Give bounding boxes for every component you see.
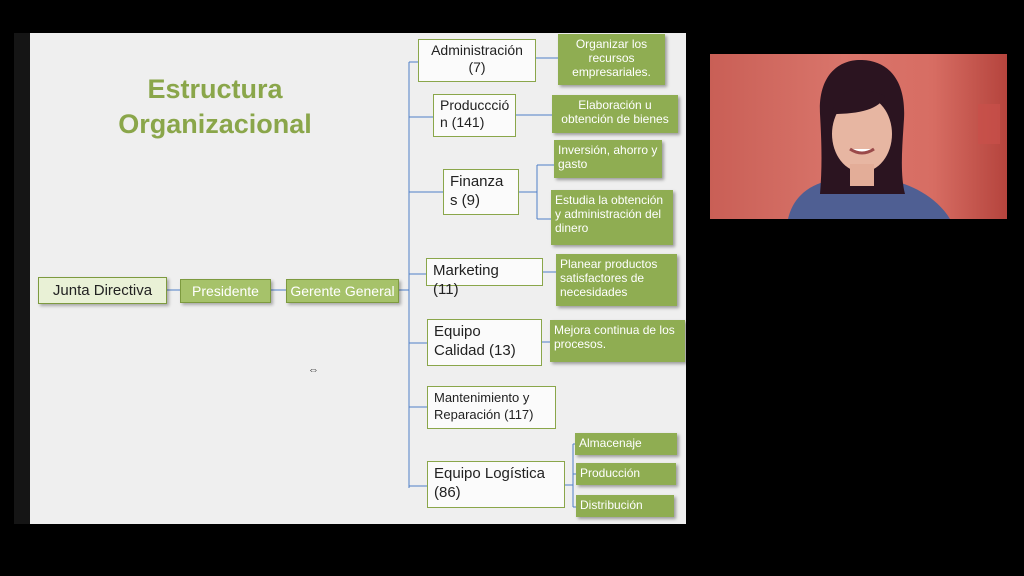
dept-mantenimiento: Mantenimiento y Reparación (117) <box>427 386 556 429</box>
dept-equipo-calidad-line1: Equipo <box>434 323 481 340</box>
slide-title: Estructura Organizacional <box>90 72 340 142</box>
desc-produccion-logistica-text: Producción <box>580 466 641 480</box>
desc-administracion: Organizar los recursos empresariales. <box>558 34 665 85</box>
dept-administracion: Administración (7) <box>418 39 536 82</box>
junta-directiva-label: Junta Directiva <box>52 282 153 299</box>
desc-distribucion: Distribución <box>576 495 674 517</box>
dept-finanzas-line1: Finanza <box>450 173 504 190</box>
dept-produccion-line2: n (141) <box>440 114 485 130</box>
dept-equipo-logistica-line2: (86) <box>434 484 461 501</box>
dept-finanzas: Finanza s (9) <box>443 169 519 215</box>
dept-mantenimiento-line2: Reparación (117) <box>434 407 534 422</box>
dept-produccion: Produccció n (141) <box>433 94 516 137</box>
desc-produccion: Elaboración u obtención de bienes <box>552 95 678 133</box>
desc-distribucion-text: Distribución <box>580 498 643 512</box>
dept-mantenimiento-line1: Mantenimiento y <box>434 390 530 405</box>
resize-cursor-icon: ⇔ <box>308 364 319 376</box>
desc-finanzas-2: Estudia la obtención y administración de… <box>551 190 673 245</box>
desc-finanzas-1: Inversión, ahorro y gasto <box>554 140 662 178</box>
desc-calidad: Mejora continua de los procesos. <box>550 320 685 362</box>
junta-directiva-box: Junta Directiva <box>38 277 167 304</box>
desc-marketing: Planear productos satisfactores de neces… <box>556 254 677 306</box>
title-line-1: Estructura <box>147 74 283 104</box>
dept-marketing-line2: (11) <box>433 281 459 298</box>
desc-finanzas-1-text: Inversión, ahorro y gasto <box>558 143 658 171</box>
desc-marketing-text: Planear productos satisfactores de neces… <box>560 257 658 299</box>
desc-calidad-text: Mejora continua de los procesos. <box>554 323 675 351</box>
gerente-general-box: Gerente General <box>286 279 399 303</box>
presenter-silhouette <box>788 59 1000 219</box>
dept-administracion-line2: (7) <box>468 59 486 75</box>
desc-produccion-logistica: Producción <box>576 463 676 485</box>
dept-marketing: Marketing (11) <box>426 258 543 298</box>
dept-finanzas-line2: s (9) <box>450 192 480 209</box>
desc-administracion-text: Organizar los recursos empresariales. <box>572 37 651 79</box>
presidente-box: Presidente <box>180 279 271 303</box>
title-line-2: Organizacional <box>118 109 312 139</box>
desc-almacenaje: Almacenaje <box>575 433 677 455</box>
dept-administracion-line1: Administración <box>431 42 523 58</box>
dept-equipo-logistica: Equipo Logística (86) <box>427 461 565 508</box>
desc-almacenaje-text: Almacenaje <box>579 436 642 450</box>
desc-finanzas-2-text: Estudia la obtención y administración de… <box>555 193 664 235</box>
dept-produccion-line1: Produccció <box>440 97 510 113</box>
desc-produccion-text: Elaboración u obtención de bienes <box>561 98 669 126</box>
left-edge-strip <box>14 33 30 524</box>
dept-equipo-calidad-line2: Calidad (13) <box>434 342 516 359</box>
presidente-label: Presidente <box>192 283 259 299</box>
gerente-general-label: Gerente General <box>290 283 395 299</box>
webcam-video <box>710 54 1007 219</box>
dept-equipo-logistica-line1: Equipo Logística <box>434 465 545 482</box>
dept-equipo-calidad: Equipo Calidad (13) <box>427 319 542 366</box>
dept-marketing-line1: Marketing <box>433 262 499 279</box>
